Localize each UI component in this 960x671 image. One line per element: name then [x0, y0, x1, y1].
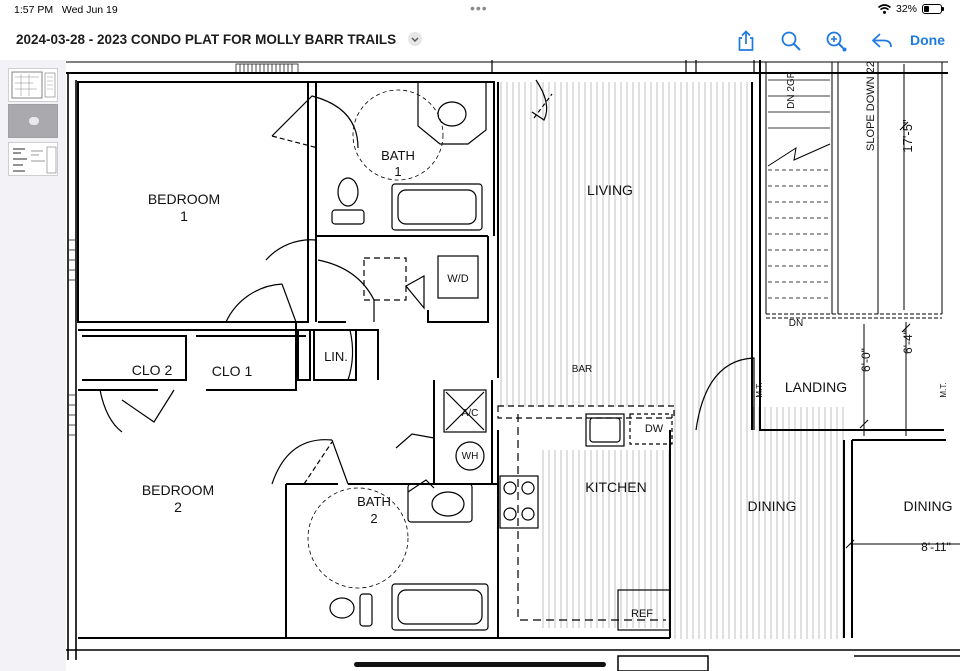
fixture-label-wh: WH [462, 451, 479, 462]
page-thumbnail-1[interactable] [8, 68, 58, 102]
window-icon [235, 63, 299, 74]
room-label-bedroom-2-number: 2 [174, 499, 182, 515]
floor-plan-drawing: BEDROOM 1 BATH 1 LIVING W/D CLO 2 CLO 1 … [66, 60, 960, 671]
multitasking-dots-icon[interactable]: ••• [470, 0, 488, 16]
annotation-dn: DN [789, 318, 803, 329]
room-label-bedroom-1: BEDROOM [148, 191, 220, 207]
battery-icon [922, 4, 944, 14]
room-label-dining: DINING [748, 498, 797, 514]
document-title[interactable]: 2024-03-28 - 2023 CONDO PLAT FOR MOLLY B… [16, 32, 397, 47]
room-label-living: LIVING [587, 182, 633, 198]
annotation-mt-1: M.T. [755, 382, 764, 397]
fixture-label-wd: W/D [447, 273, 468, 285]
annotation-dim-6-4: 6'-4" [901, 330, 915, 354]
page-thumbnail-2[interactable] [8, 104, 58, 138]
room-label-bedroom-1-number: 1 [180, 208, 188, 224]
annotation-mt-2: M.T. [939, 382, 948, 397]
annotation-slope-down: SLOPE DOWN 22 [865, 61, 877, 151]
room-label-landing: LANDING [785, 379, 847, 395]
done-button[interactable]: Done [910, 32, 945, 48]
share-icon[interactable] [734, 29, 758, 53]
title-chevron-icon[interactable] [408, 32, 422, 46]
search-icon[interactable] [779, 29, 803, 53]
status-bar: 1:57 PM Wed Jun 19 ••• 32% [0, 0, 960, 22]
fixture-label-bar: BAR [572, 364, 593, 375]
annotation-dim-8-11: 8'-11" [921, 540, 951, 554]
annotation-dim-17-5: 17'-5" [900, 119, 915, 153]
annotation-dn-2gr: DN 2GR [786, 71, 797, 109]
annotation-dim-6-0: 6'-0" [859, 348, 873, 372]
battery-percent: 32% [895, 3, 917, 15]
window-icon [69, 239, 75, 436]
thumbnail-menu-icon[interactable] [29, 117, 39, 125]
thumbnail-drawing-icon [13, 146, 57, 174]
thumbnail-drawing-icon [11, 71, 56, 99]
reply-icon[interactable] [870, 29, 894, 53]
room-label-lin: LIN. [324, 349, 348, 364]
room-label-bath-2-number: 2 [370, 511, 377, 526]
room-label-bath-2: BATH [357, 494, 391, 509]
room-label-kitchen: KITCHEN [585, 479, 646, 495]
room-label-bath-1: BATH [381, 148, 415, 163]
fixture-label-ac: A/C [462, 408, 479, 419]
fixture-label-ref: REF [631, 608, 653, 620]
status-time: 1:57 PM Wed Jun 19 [14, 4, 118, 16]
room-label-clo-1: CLO 1 [212, 363, 253, 379]
room-label-bedroom-2: BEDROOM [142, 482, 214, 498]
status-right: 32% [877, 3, 944, 15]
wifi-icon [877, 4, 891, 14]
room-label-dining-adjacent: DINING [904, 498, 953, 514]
page-thumbnail-sidebar [0, 60, 67, 671]
home-indicator[interactable] [354, 662, 606, 667]
stair-treads [768, 79, 830, 299]
room-label-clo-2: CLO 2 [132, 362, 173, 378]
markup-icon[interactable] [824, 29, 848, 53]
fixture-label-dw: DW [645, 423, 664, 435]
page-thumbnail-3[interactable] [8, 142, 58, 176]
room-label-bath-1-number: 1 [394, 164, 401, 179]
document-toolbar: 2024-03-28 - 2023 CONDO PLAT FOR MOLLY B… [0, 22, 960, 60]
